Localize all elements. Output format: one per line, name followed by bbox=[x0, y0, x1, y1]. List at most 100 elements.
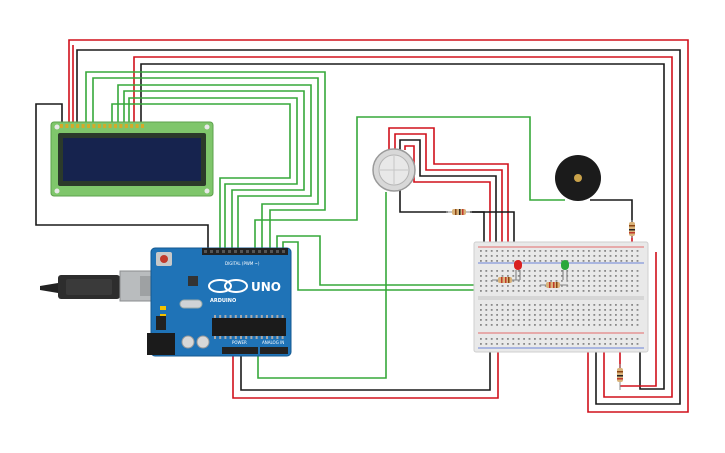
breadboard-hole bbox=[507, 343, 509, 345]
breadboard-hole bbox=[609, 285, 612, 287]
usb-cable bbox=[40, 270, 161, 302]
breadboard-hole bbox=[512, 255, 515, 257]
breadboard-hole bbox=[523, 319, 525, 321]
chip-pin bbox=[260, 336, 263, 339]
led-green bbox=[561, 260, 569, 280]
breadboard-hole bbox=[566, 309, 569, 311]
breadboard-hole bbox=[631, 304, 633, 306]
breadboard-hole bbox=[534, 338, 536, 340]
reset-button-cap[interactable] bbox=[160, 255, 168, 263]
breadboard-hole bbox=[528, 304, 531, 306]
breadboard-hole bbox=[593, 304, 596, 306]
breadboard-hole bbox=[550, 304, 552, 306]
breadboard-hole bbox=[604, 290, 606, 292]
breadboard-hole bbox=[534, 304, 536, 306]
breadboard-hole bbox=[571, 324, 574, 326]
lcd-pin bbox=[76, 124, 80, 128]
chip-pin bbox=[271, 315, 274, 318]
breadboard-hole bbox=[593, 343, 596, 345]
breadboard-hole bbox=[609, 270, 612, 272]
breadboard-hole bbox=[539, 260, 542, 262]
breadboard-hole bbox=[577, 309, 579, 311]
capacitor bbox=[181, 335, 195, 349]
breadboard-hole bbox=[588, 250, 590, 252]
chip-pin bbox=[255, 336, 258, 339]
breadboard-hole bbox=[604, 255, 606, 257]
breadboard-hole bbox=[582, 285, 585, 287]
breadboard-hole bbox=[485, 338, 488, 340]
breadboard-hole bbox=[615, 319, 617, 321]
crystal bbox=[179, 299, 203, 309]
breadboard-hole bbox=[555, 260, 558, 262]
breadboard-hole bbox=[604, 314, 606, 316]
lcd-pin bbox=[141, 124, 144, 128]
breadboard-hole bbox=[523, 275, 525, 277]
breadboard-hole bbox=[490, 275, 493, 277]
wire-black-left bbox=[35, 103, 209, 248]
lcd-pin bbox=[92, 124, 96, 128]
breadboard-hole bbox=[577, 290, 579, 292]
wire-red-sensor-3 bbox=[404, 145, 491, 254]
breadboard-hole bbox=[620, 280, 623, 282]
breadboard-hole bbox=[604, 324, 606, 326]
breadboard-hole bbox=[577, 255, 579, 257]
breadboard-hole bbox=[571, 285, 574, 287]
breadboard-hole bbox=[512, 343, 515, 345]
breadboard-hole bbox=[571, 314, 574, 316]
wire-green-d1 bbox=[85, 71, 326, 248]
breadboard-hole bbox=[517, 285, 520, 287]
breadboard-hole bbox=[566, 343, 569, 345]
lcd-pin bbox=[70, 124, 74, 128]
breadboard-hole bbox=[485, 319, 488, 321]
breadboard-hole bbox=[604, 260, 606, 262]
breadboard-hole bbox=[501, 285, 504, 287]
wire-green-analog bbox=[257, 192, 387, 379]
breadboard-hole bbox=[485, 280, 488, 282]
breadboard-hole bbox=[544, 304, 547, 306]
breadboard-hole bbox=[598, 275, 601, 277]
breadboard-hole bbox=[490, 250, 493, 252]
breadboard-hole bbox=[571, 260, 574, 262]
breadboard-hole bbox=[593, 260, 596, 262]
digital-pin bbox=[222, 250, 225, 253]
breadboard-hole bbox=[539, 338, 542, 340]
breadboard-hole bbox=[615, 314, 617, 316]
breadboard-hole bbox=[588, 304, 590, 306]
breadboard-hole bbox=[480, 309, 482, 311]
breadboard-hole bbox=[517, 309, 520, 311]
breadboard-hole bbox=[507, 304, 509, 306]
icsp-header bbox=[156, 316, 166, 330]
digital-pin bbox=[234, 250, 237, 253]
breadboard-hole bbox=[577, 275, 579, 277]
breadboard-hole bbox=[588, 260, 590, 262]
breadboard-hole bbox=[615, 255, 617, 257]
breadboard-hole bbox=[598, 338, 601, 340]
breadboard-hole bbox=[512, 285, 515, 287]
breadboard-hole bbox=[534, 280, 536, 282]
breadboard-hole bbox=[566, 280, 569, 282]
chip-pin bbox=[224, 315, 227, 318]
breadboard-hole bbox=[609, 290, 612, 292]
breadboard-hole bbox=[507, 290, 509, 292]
wire-red-bottom-right2 bbox=[620, 252, 657, 387]
led-indicator bbox=[160, 306, 166, 310]
breadboard-hole bbox=[485, 270, 488, 272]
breadboard-hole bbox=[534, 343, 536, 345]
breadboard-hole bbox=[625, 314, 628, 316]
breadboard-hole bbox=[523, 280, 525, 282]
breadboard-hole bbox=[571, 338, 574, 340]
breadboard-hole bbox=[490, 270, 493, 272]
breadboard-hole bbox=[534, 255, 536, 257]
breadboard-hole bbox=[598, 290, 601, 292]
breadboard-hole bbox=[490, 290, 493, 292]
wire-green-sensor-top bbox=[254, 116, 565, 248]
breadboard-hole bbox=[517, 275, 520, 277]
breadboard-hole bbox=[561, 338, 563, 340]
breadboard-hole bbox=[615, 260, 617, 262]
breadboard-hole bbox=[512, 260, 515, 262]
breadboard-hole bbox=[485, 285, 488, 287]
breadboard-hole bbox=[555, 309, 558, 311]
breadboard-hole bbox=[539, 324, 542, 326]
breadboard-hole bbox=[523, 250, 525, 252]
breadboard-hole bbox=[507, 250, 509, 252]
